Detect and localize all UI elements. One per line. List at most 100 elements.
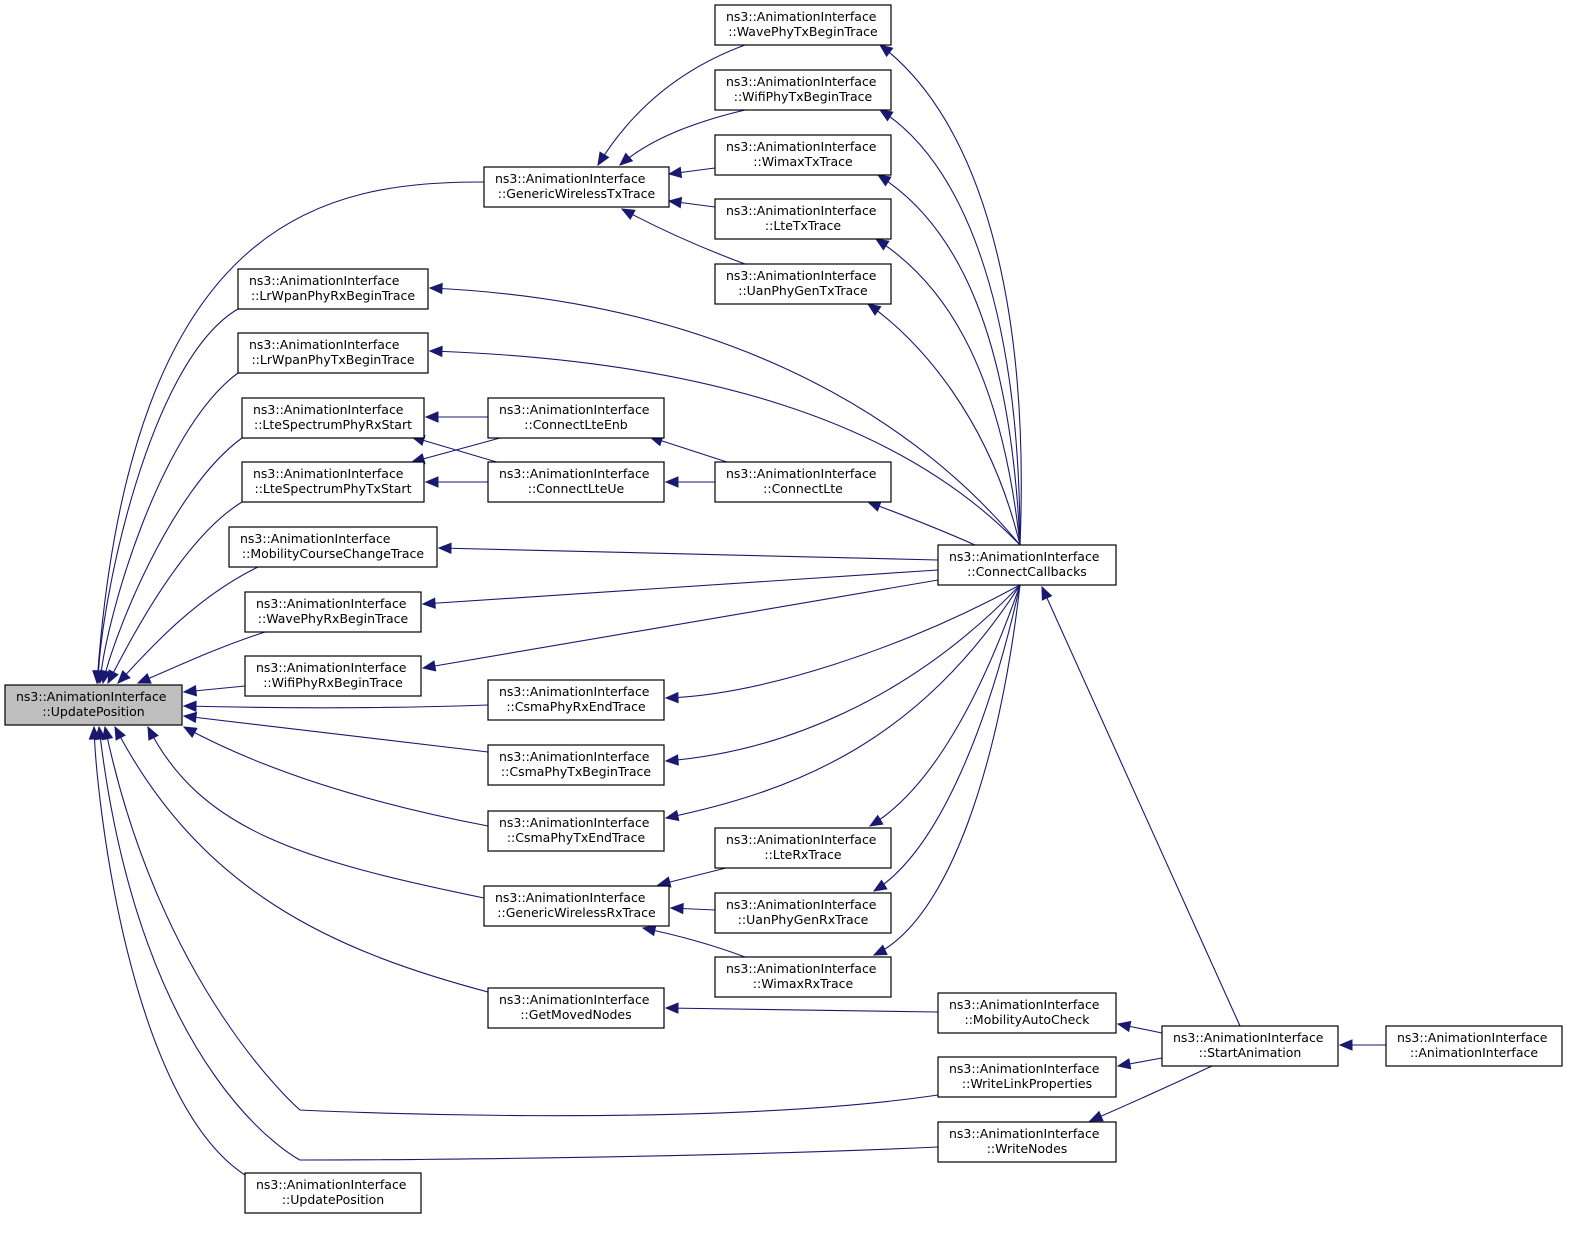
edge-mob-to-root [117, 566, 259, 684]
edge-uantx-to-gwtx [620, 208, 746, 265]
node-wn[interactable]: ns3::AnimationInterface::WriteNodes [937, 1121, 1117, 1163]
node-wifirx[interactable]: ns3::AnimationInterface::WifiPhyRxBeginT… [244, 655, 422, 697]
edge-csrxe-to-root [182, 700, 489, 713]
node-function-label: ::UpdatePosition [42, 704, 144, 719]
node-function-label: ::MobilityAutoCheck [965, 1012, 1091, 1027]
edge-ai-to-sa [1338, 1039, 1386, 1051]
node-function-label: ::WavePhyTxBeginTrace [728, 24, 878, 39]
edge-wimaxrx-to-gwrx [641, 924, 746, 958]
edge-ccb-to-waverx [421, 569, 939, 609]
edge-clte-to-cenb [648, 435, 731, 464]
edge-ccb-to-cstxe [664, 584, 1021, 822]
node-lrtx[interactable]: ns3::AnimationInterface::LrWpanPhyTxBegi… [237, 332, 429, 374]
node-cenb[interactable]: ns3::AnimationInterface::ConnectLteEnb [487, 397, 665, 439]
node-upd2[interactable]: ns3::AnimationInterface::UpdatePosition [244, 1172, 422, 1214]
node-gwtx[interactable]: ns3::AnimationInterface::GenericWireless… [483, 166, 670, 208]
node-cue[interactable]: ns3::AnimationInterface::ConnectLteUe [487, 461, 665, 503]
edge-lrrx-to-root [92, 308, 239, 685]
node-lsrx[interactable]: ns3::AnimationInterface::LteSpectrumPhyR… [241, 397, 425, 439]
node-function-label: ::LteSpectrumPhyRxStart [254, 417, 412, 432]
node-gwrx[interactable]: ns3::AnimationInterface::GenericWireless… [483, 885, 670, 927]
edge-cue-to-lstx [424, 476, 488, 488]
node-namespace-label: ns3::AnimationInterface [240, 531, 391, 546]
edge-lstx-to-root [107, 501, 243, 685]
node-ccb[interactable]: ns3::AnimationInterface::ConnectCallback… [937, 544, 1117, 586]
node-cstxe[interactable]: ns3::AnimationInterface::CsmaPhyTxEndTra… [487, 810, 665, 852]
function-nodes: ns3::AnimationInterface::UpdatePositionn… [4, 4, 1563, 1214]
node-namespace-label: ns3::AnimationInterface [16, 689, 167, 704]
node-function-label: ::CsmaPhyTxEndTrace [507, 830, 646, 845]
node-sa[interactable]: ns3::AnimationInterface::StartAnimation [1161, 1025, 1339, 1067]
node-lrrx[interactable]: ns3::AnimationInterface::LrWpanPhyRxBegi… [237, 268, 429, 310]
node-function-label: ::ConnectLteEnb [524, 417, 627, 432]
edge-ccb-to-wifitx [878, 109, 1021, 546]
node-mac[interactable]: ns3::AnimationInterface::MobilityAutoChe… [937, 992, 1117, 1034]
node-namespace-label: ns3::AnimationInterface [249, 337, 400, 352]
edge-ccb-to-cstxb [664, 584, 1021, 766]
edge-sa-to-wlp [1116, 1057, 1163, 1070]
node-function-label: ::WriteNodes [987, 1141, 1068, 1156]
node-wimaxtx[interactable]: ns3::AnimationInterface::WimaxTxTrace [714, 134, 892, 176]
node-function-label: ::WriteLinkProperties [962, 1076, 1092, 1091]
node-uantx[interactable]: ns3::AnimationInterface::UanPhyGenTxTrac… [714, 263, 892, 305]
edge-ltetx-to-gwtx [667, 196, 716, 209]
node-namespace-label: ns3::AnimationInterface [726, 268, 877, 283]
node-namespace-label: ns3::AnimationInterface [499, 402, 650, 417]
edge-wlp-to-root [101, 725, 939, 1117]
node-function-label: ::CsmaPhyTxBeginTrace [501, 764, 651, 779]
edge-ccb-to-wavetx [878, 44, 1022, 546]
edge-uanrx-to-gwrx [669, 902, 716, 915]
edge-cstxb-to-root [182, 711, 489, 753]
node-function-label: ::UanPhyGenRxTrace [738, 912, 869, 927]
node-ai[interactable]: ns3::AnimationInterface::AnimationInterf… [1385, 1025, 1563, 1067]
node-wavetx[interactable]: ns3::AnimationInterface::WavePhyTxBeginT… [714, 4, 892, 46]
edge-lterx-to-gwrx [656, 866, 731, 888]
edge-wn-to-root [94, 725, 939, 1161]
node-waverx[interactable]: ns3::AnimationInterface::WavePhyRxBeginT… [244, 591, 422, 633]
edge-cenb-to-lstx [410, 437, 501, 465]
node-function-label: ::ConnectLte [763, 481, 843, 496]
edge-wavetx-to-gwtx [597, 44, 746, 167]
node-ltetx[interactable]: ns3::AnimationInterface::LteTxTrace [714, 198, 892, 240]
edge-ccb-to-wimaxrx [872, 584, 1021, 956]
node-function-label: ::GenericWirelessTxTrace [498, 186, 656, 201]
node-lstx[interactable]: ns3::AnimationInterface::LteSpectrumPhyT… [241, 461, 425, 503]
edge-upd2-to-root [88, 725, 246, 1176]
node-uanrx[interactable]: ns3::AnimationInterface::UanPhyGenRxTrac… [714, 892, 892, 934]
edge-clte-to-cue [664, 476, 715, 488]
edge-ccb-to-lterx [868, 584, 1021, 827]
edge-ccb-to-wifirx [421, 579, 939, 672]
edge-wifirx-to-root [182, 685, 246, 697]
node-wlp[interactable]: ns3::AnimationInterface::WriteLinkProper… [937, 1056, 1117, 1098]
node-function-label: ::LteSpectrumPhyTxStart [255, 481, 412, 496]
node-namespace-label: ns3::AnimationInterface [249, 273, 400, 288]
edge-ccb-to-wimaxtx [876, 174, 1021, 546]
node-namespace-label: ns3::AnimationInterface [1173, 1030, 1324, 1045]
node-wifitx[interactable]: ns3::AnimationInterface::WifiPhyTxBeginT… [714, 69, 892, 111]
node-namespace-label: ns3::AnimationInterface [726, 74, 877, 89]
node-namespace-label: ns3::AnimationInterface [253, 466, 404, 481]
node-cstxb[interactable]: ns3::AnimationInterface::CsmaPhyTxBeginT… [487, 744, 665, 786]
edge-ccb-to-lrrx [428, 282, 1021, 546]
node-clte[interactable]: ns3::AnimationInterface::ConnectLte [714, 461, 892, 503]
node-namespace-label: ns3::AnimationInterface [726, 139, 877, 154]
node-gmn[interactable]: ns3::AnimationInterface::GetMovedNodes [487, 987, 665, 1029]
node-function-label: ::ConnectLteUe [528, 481, 625, 496]
node-namespace-label: ns3::AnimationInterface [253, 402, 404, 417]
node-namespace-label: ns3::AnimationInterface [726, 832, 877, 847]
node-function-label: ::AnimationInterface [1410, 1045, 1538, 1060]
node-function-label: ::LrWpanPhyRxBeginTrace [251, 288, 415, 303]
node-function-label: ::GenericWirelessRxTrace [497, 905, 656, 920]
edge-ccb-to-csrxe [664, 584, 1021, 704]
node-mob[interactable]: ns3::AnimationInterface::MobilityCourseC… [228, 526, 438, 568]
node-function-label: ::WimaxTxTrace [753, 154, 853, 169]
node-wimaxrx[interactable]: ns3::AnimationInterface::WimaxRxTrace [714, 956, 892, 998]
node-namespace-label: ns3::AnimationInterface [949, 997, 1100, 1012]
edge-ccb-to-uanrx [872, 584, 1021, 892]
node-lterx[interactable]: ns3::AnimationInterface::LteRxTrace [714, 827, 892, 869]
node-namespace-label: ns3::AnimationInterface [726, 897, 877, 912]
edge-sa-to-ccb [1041, 585, 1241, 1027]
node-csrxe[interactable]: ns3::AnimationInterface::CsmaPhyRxEndTra… [487, 679, 665, 721]
node-namespace-label: ns3::AnimationInterface [949, 1126, 1100, 1141]
